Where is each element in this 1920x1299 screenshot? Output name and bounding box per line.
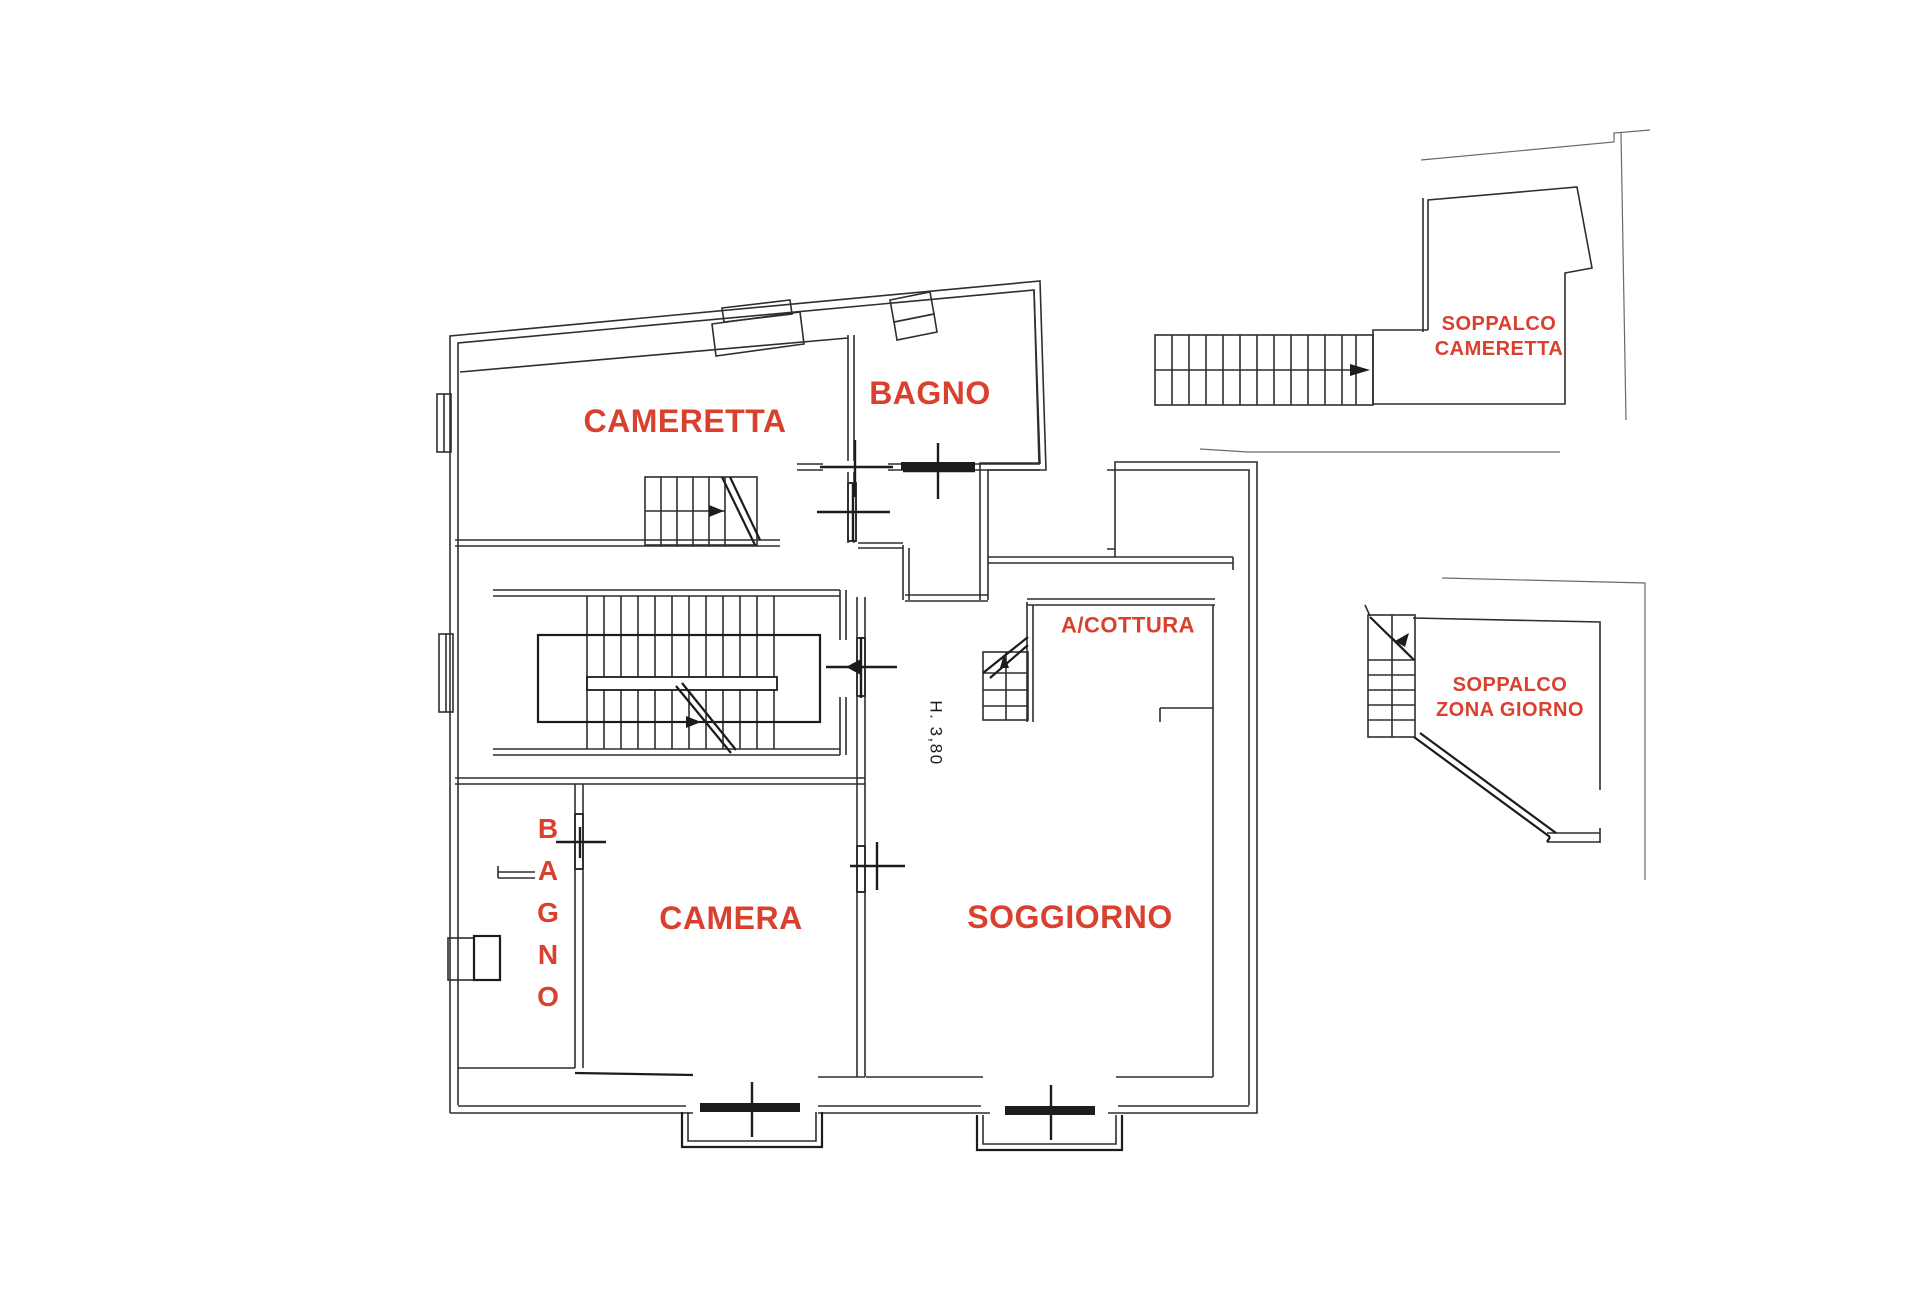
room-label-bagno-small: BAGNO bbox=[532, 813, 564, 1023]
soppalco-cameretta-drawing bbox=[1154, 129, 1651, 453]
main-unit-outer-walls bbox=[449, 280, 1258, 1114]
detail-label-line1: SOPPALCO bbox=[1452, 674, 1568, 696]
soppalco-zona-giorno-drawing bbox=[1364, 577, 1646, 880]
soggiorno-window-bay bbox=[975, 1085, 1124, 1152]
detail-label-line1: SOPPALCO bbox=[1441, 313, 1557, 335]
room-label-cameretta: CAMERETTA bbox=[583, 403, 787, 439]
room-label-bagno-top: BAGNO bbox=[869, 375, 991, 411]
bagno-top-walls bbox=[797, 461, 1040, 542]
cameretta-stair bbox=[644, 476, 761, 546]
door-window-crosses bbox=[556, 440, 975, 890]
room-label-acottura: A/COTTURA bbox=[1060, 612, 1196, 638]
stairwell-stair bbox=[536, 596, 822, 754]
hall-walls bbox=[858, 289, 1234, 602]
detail-label-soppalco-cameretta: SOPPALCO CAMERETTA bbox=[1435, 312, 1564, 362]
room-label-camera: CAMERA bbox=[659, 900, 803, 936]
stairwell-walls bbox=[493, 589, 848, 756]
ceiling-height-annotation: H. 3,80 bbox=[926, 700, 946, 766]
camera-window-bay bbox=[680, 1082, 824, 1149]
detail-label-soppalco-zona-giorno: SOPPALCO ZONA GIORNO bbox=[1436, 673, 1584, 723]
detail-label-line2: CAMERETTA bbox=[1434, 338, 1564, 360]
room-label-soggiorno: SOGGIORNO bbox=[967, 899, 1173, 935]
left-wall-windows bbox=[436, 393, 502, 982]
acottura-stair bbox=[982, 636, 1029, 721]
rooms-north-wall bbox=[455, 777, 865, 785]
detail-label-line2: ZONA GIORNO bbox=[1435, 699, 1585, 721]
top-wall-windows bbox=[711, 291, 938, 357]
acottura-walls bbox=[1026, 598, 1215, 1077]
